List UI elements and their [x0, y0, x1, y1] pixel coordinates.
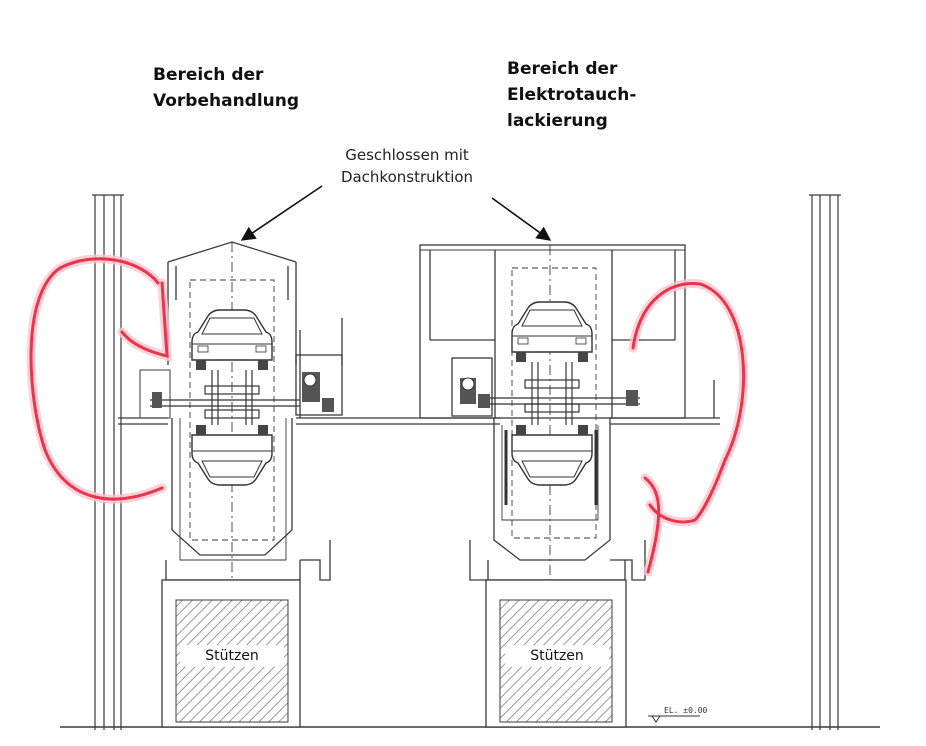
left-building-column: [92, 194, 124, 730]
heading-electrocoat: Bereich der Elektrotauch- lackierung: [507, 56, 636, 134]
heading-electrocoat-line: lackierung: [507, 111, 608, 131]
elevation-marker: [648, 715, 700, 723]
roof-annotation-line: Geschlossen mit: [345, 146, 469, 164]
roof-annotation-line: Dachkonstruktion: [340, 168, 474, 186]
pretreatment-housing: [165, 241, 343, 610]
heading-pretreatment-line: Bereich der: [153, 65, 264, 85]
elevation-label: EL. ±0.00: [664, 706, 708, 715]
electrocoat-car-carrier: [460, 301, 640, 505]
roof-annotation: Geschlossen mit Dachkonstruktion: [322, 144, 492, 188]
pretreatment-platform: [118, 369, 420, 425]
heading-electrocoat-line: Elektrotauch-: [507, 85, 637, 105]
electrocoat-platform: [610, 380, 720, 425]
electrocoat-housing: [419, 244, 686, 610]
connecting-bridge: [420, 417, 500, 425]
heading-pretreatment-line: Vorbehandlung: [153, 91, 300, 111]
support-label-left: Stützen: [180, 645, 284, 667]
pretreatment-car-carrier: [150, 309, 334, 486]
heading-pretreatment: Bereich der Vorbehandlung: [153, 62, 299, 114]
support-label-right: Stützen: [505, 645, 609, 667]
heading-electrocoat-line: Bereich der: [507, 59, 618, 79]
annotation-arrows: [240, 185, 552, 241]
airflow-marker-right: [628, 279, 749, 577]
right-building-column: [809, 194, 841, 730]
airflow-marker-left: [26, 254, 172, 504]
